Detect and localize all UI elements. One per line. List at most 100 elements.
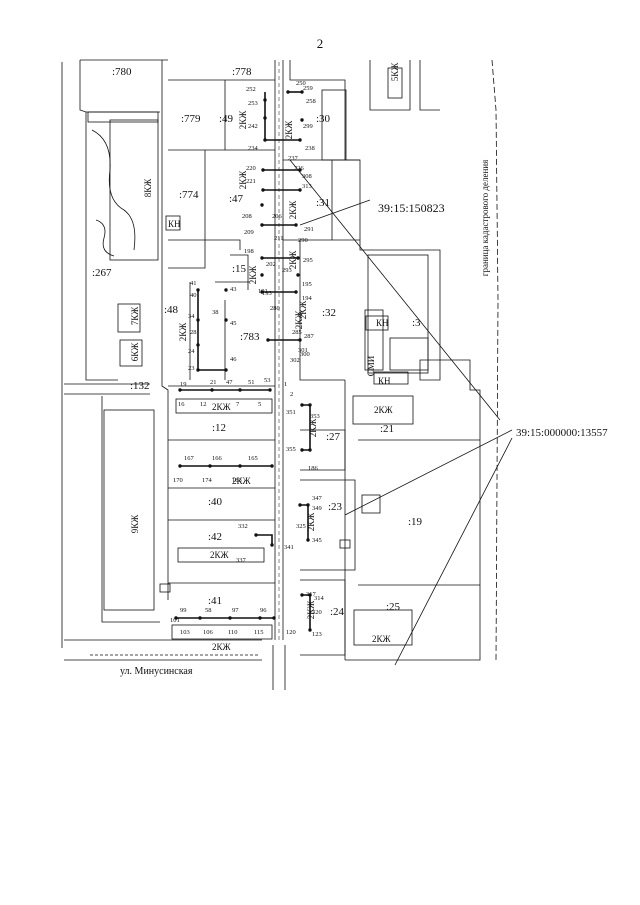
point-number-label: 7 <box>236 401 240 408</box>
parcel-outline <box>289 60 361 240</box>
survey-point-marker <box>238 464 242 468</box>
point-number-label: 308 <box>302 173 312 180</box>
point-number-label: 349 <box>312 505 322 512</box>
point-number-label: 295 <box>303 257 313 264</box>
survey-point-marker <box>298 188 302 192</box>
survey-line <box>302 404 311 451</box>
point-number-label: 238 <box>305 145 315 152</box>
parcel-outline <box>300 479 356 571</box>
survey-point-marker <box>258 616 262 620</box>
point-number-label: 106 <box>203 629 214 636</box>
point-number-label: 291 <box>304 226 314 233</box>
point-number-label: 24 <box>188 348 195 355</box>
point-number-label: 16 <box>178 401 185 408</box>
survey-line <box>264 92 300 141</box>
survey-line <box>197 290 226 371</box>
building-label: 2КЖ <box>294 310 304 330</box>
survey-point-marker <box>300 593 304 597</box>
block-boundary <box>161 60 169 600</box>
point-number-label: 259 <box>303 85 313 92</box>
building-label: 2КЖ <box>238 170 248 190</box>
parcel-label: :12 <box>212 422 226 434</box>
callout-leader <box>394 437 513 666</box>
survey-point-marker <box>300 118 304 122</box>
survey-point-marker <box>224 318 228 322</box>
survey-point-marker <box>298 138 302 142</box>
point-number-label: 355 <box>286 446 296 453</box>
building-block-3 <box>389 337 429 371</box>
survey-point-marker <box>308 593 312 597</box>
survey-point-marker <box>300 90 304 94</box>
parcel-label: :779 <box>181 113 201 125</box>
point-number-label: 101 <box>170 617 180 624</box>
point-number-label: 290 <box>298 237 308 244</box>
survey-point-marker <box>308 448 312 452</box>
building-2kzh-41 <box>171 624 273 640</box>
parcel-label: :778 <box>232 66 252 78</box>
point-number-label: 40 <box>190 292 197 299</box>
parcel-label: :15 <box>232 263 247 275</box>
point-number-label: 103 <box>180 629 190 636</box>
point-number-label: 43 <box>230 286 237 293</box>
building-label: 2КЖ <box>212 642 232 652</box>
survey-point-marker <box>196 368 200 372</box>
survey-point-marker <box>306 538 310 542</box>
parcel-label: :49 <box>219 113 234 125</box>
point-number-label: 45 <box>230 320 237 327</box>
point-number-label: 317 <box>306 591 317 598</box>
building-kn-lower <box>373 371 409 385</box>
survey-point-marker <box>224 288 228 292</box>
survey-point-marker <box>210 388 214 392</box>
parcel-label: :21 <box>380 423 394 435</box>
building-kn-3 <box>365 315 389 331</box>
survey-point-marker <box>196 343 200 347</box>
survey-point-marker <box>260 256 264 260</box>
point-number-label: 99 <box>180 607 187 614</box>
building-label: 2КЖ <box>288 200 298 220</box>
point-number-label: 183 <box>232 477 242 484</box>
building-label: КН <box>376 318 389 328</box>
block-boundary <box>79 60 118 381</box>
point-number-label: 242 <box>248 123 258 130</box>
survey-point-marker <box>270 543 274 547</box>
building-label: 2КЖ <box>288 250 298 270</box>
cadastral-division-boundary <box>491 59 499 661</box>
parcel-label: :30 <box>316 113 331 125</box>
page-number: 2 <box>316 36 324 51</box>
survey-point-marker <box>224 368 228 372</box>
point-number-label: 293 <box>282 267 292 274</box>
point-number-label: 253 <box>248 100 258 107</box>
building-small <box>361 494 381 514</box>
point-number-label: 165 <box>248 455 258 462</box>
point-number-label: 123 <box>312 631 322 638</box>
point-number-label: 115 <box>254 629 264 636</box>
point-number-label: 299 <box>303 123 313 130</box>
block-boundary <box>101 396 160 623</box>
parcel-label: :132 <box>130 380 150 392</box>
point-number-label: 209 <box>244 229 254 236</box>
survey-point-marker <box>308 628 312 632</box>
building-label: СМИ <box>366 355 376 376</box>
survey-point-marker <box>228 616 232 620</box>
point-number-label: 302 <box>290 357 300 364</box>
building-label: 9КЖ <box>130 514 140 534</box>
parcel-label: :19 <box>408 516 423 528</box>
point-number-label: 1 <box>284 381 287 388</box>
point-number-label: 211 <box>274 235 284 242</box>
building-label: 2КЖ <box>238 110 248 130</box>
parcel-label: :42 <box>208 531 222 543</box>
point-number-label: 332 <box>238 523 248 530</box>
building-2kzh-42 <box>177 547 265 563</box>
survey-point-marker <box>260 290 264 294</box>
survey-point-marker <box>260 223 264 227</box>
parcel-label: :3 <box>412 317 421 329</box>
building-small <box>339 539 351 549</box>
survey-point-marker <box>300 448 304 452</box>
parcel-label: :25 <box>386 601 401 613</box>
parcel-outline <box>230 254 249 290</box>
building-label: 2КЖ <box>306 512 316 532</box>
point-number-label: 12 <box>200 401 207 408</box>
building-9kzh <box>103 409 155 611</box>
point-number-label: 23 <box>188 365 195 372</box>
